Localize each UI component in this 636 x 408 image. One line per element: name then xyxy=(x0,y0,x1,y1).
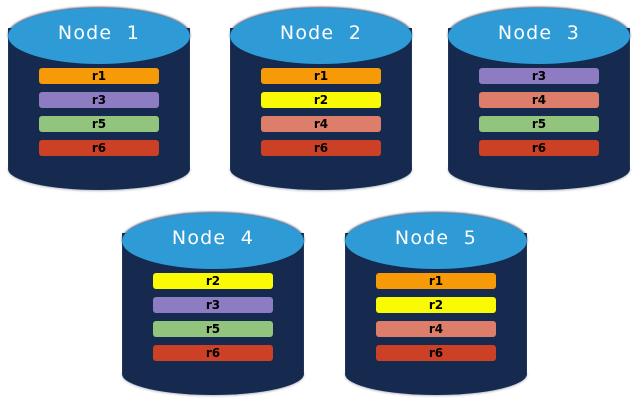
replica-bar-r3[interactable]: r3 xyxy=(153,297,273,313)
replica-bar-r1[interactable]: r1 xyxy=(376,273,496,289)
replica-bar-r5[interactable]: r5 xyxy=(479,116,599,132)
replica-bar-r5[interactable]: r5 xyxy=(153,321,273,337)
node-label: Node 5 xyxy=(394,227,478,249)
replica-bar-r6[interactable]: r6 xyxy=(376,345,496,361)
node-cylinder-5[interactable]: Node 5 r1 r2 r4 r6 xyxy=(345,213,527,395)
replica-bar-r4[interactable]: r4 xyxy=(261,116,381,132)
replica-bar-r6[interactable]: r6 xyxy=(153,345,273,361)
replica-bar-r5[interactable]: r5 xyxy=(39,116,159,132)
node-cylinder-3[interactable]: Node 3 r3 r4 r5 r6 xyxy=(448,8,630,190)
cylinder-top-ellipse xyxy=(122,213,304,269)
replica-bar-r2[interactable]: r2 xyxy=(153,273,273,289)
cylinder-top-ellipse xyxy=(230,8,412,64)
replica-bar-r6[interactable]: r6 xyxy=(39,140,159,156)
replica-bar-r6[interactable]: r6 xyxy=(479,140,599,156)
replica-bar-r1[interactable]: r1 xyxy=(39,68,159,84)
node-label: Node 3 xyxy=(497,22,581,44)
replica-bar-r3[interactable]: r3 xyxy=(39,92,159,108)
replica-bar-r6[interactable]: r6 xyxy=(261,140,381,156)
node-cylinder-2[interactable]: Node 2 r1 r2 r4 r6 xyxy=(230,8,412,190)
replica-bar-r1[interactable]: r1 xyxy=(261,68,381,84)
node-label: Node 4 xyxy=(171,227,255,249)
replica-bar-r4[interactable]: r4 xyxy=(376,321,496,337)
node-label: Node 2 xyxy=(279,22,363,44)
cylinder-top-ellipse xyxy=(448,8,630,64)
replica-list: r2 r3 r5 r6 xyxy=(153,273,273,361)
cylinder-top-ellipse xyxy=(345,213,527,269)
replica-bar-r2[interactable]: r2 xyxy=(376,297,496,313)
replica-bar-r4[interactable]: r4 xyxy=(479,92,599,108)
replica-list: r1 r2 r4 r6 xyxy=(376,273,496,361)
replica-list: r3 r4 r5 r6 xyxy=(479,68,599,156)
replica-bar-r2[interactable]: r2 xyxy=(261,92,381,108)
replica-list: r1 r2 r4 r6 xyxy=(261,68,381,156)
node-cylinder-1[interactable]: Node 1 r1 r3 r5 r6 xyxy=(8,8,190,190)
cylinder-top-ellipse xyxy=(8,8,190,64)
replica-bar-r3[interactable]: r3 xyxy=(479,68,599,84)
replica-list: r1 r3 r5 r6 xyxy=(39,68,159,156)
node-label: Node 1 xyxy=(57,22,141,44)
node-cylinder-4[interactable]: Node 4 r2 r3 r5 r6 xyxy=(122,213,304,395)
